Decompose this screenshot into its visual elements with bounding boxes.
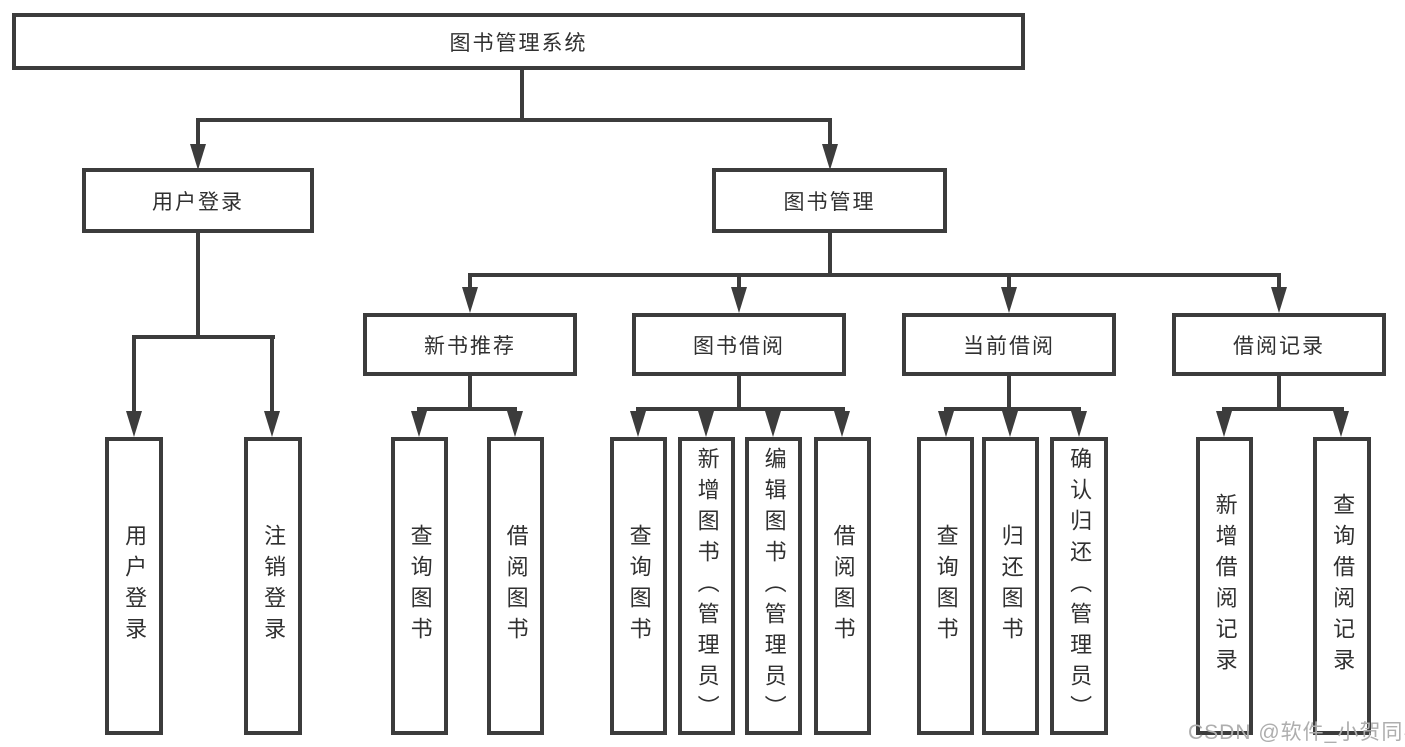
arrowhead-down <box>731 287 747 313</box>
arrowhead-down <box>822 144 838 170</box>
node-return-books: 归还图书 <box>982 437 1039 735</box>
node-query-books-borrow: 查询图书 <box>610 437 667 735</box>
node-label: 新书推荐 <box>424 334 516 358</box>
node-book-management: 图书管理 <box>712 168 947 233</box>
node-label: 图书管理 <box>783 190 876 214</box>
node-label: 编辑图书（管理员） <box>761 446 787 726</box>
node-query-books-current: 查询图书 <box>917 437 974 735</box>
arrowhead-down <box>834 411 850 437</box>
node-user-login-action: 用户登录 <box>105 437 163 735</box>
connector-line <box>196 118 200 146</box>
connector-line <box>1007 376 1011 411</box>
connector-line <box>270 335 274 413</box>
connector-line <box>1007 273 1011 291</box>
connector-line <box>196 233 200 339</box>
node-label: 当前借阅 <box>963 334 1055 358</box>
connector-line <box>468 376 472 411</box>
node-label: 注销登录 <box>261 524 287 648</box>
node-borrow-books: 借阅图书 <box>814 437 871 735</box>
node-label: 借阅图书 <box>830 524 856 648</box>
node-label: 查询借阅记录 <box>1330 493 1356 679</box>
node-label: 查询图书 <box>626 524 652 648</box>
arrowhead-down <box>1071 411 1087 437</box>
connector-line <box>737 273 741 291</box>
arrowhead-down <box>698 411 714 437</box>
connector-line <box>132 335 136 413</box>
arrowhead-down <box>1001 287 1017 313</box>
connector-line <box>636 407 845 411</box>
node-library-management-system: 图书管理系统 <box>12 13 1025 70</box>
connector-line <box>828 118 832 146</box>
node-query-books-rec: 查询图书 <box>391 437 448 735</box>
connector-line <box>468 273 1281 277</box>
arrowhead-down <box>1216 411 1232 437</box>
connector-line <box>132 335 275 339</box>
arrowhead-down <box>507 411 523 437</box>
arrowhead-down <box>938 411 954 437</box>
connector-line <box>1277 376 1281 411</box>
node-label: 用户登录 <box>152 190 244 214</box>
node-user-login: 用户登录 <box>82 168 314 233</box>
node-label: 新增图书（管理员） <box>694 446 720 726</box>
node-label: 查询图书 <box>933 524 959 648</box>
connector-line <box>417 407 517 411</box>
arrowhead-down <box>264 411 280 437</box>
watermark: CSDN @软件_小贺同学 <box>1188 721 1405 744</box>
node-add-books-admin: 新增图书（管理员） <box>678 437 735 735</box>
arrowhead-down <box>411 411 427 437</box>
node-label: 借阅图书 <box>503 524 529 648</box>
arrowhead-down <box>765 411 781 437</box>
connector-line <box>196 118 832 122</box>
connector-line <box>828 233 832 277</box>
arrowhead-down <box>1333 411 1349 437</box>
node-new-book-recommendation: 新书推荐 <box>363 313 577 376</box>
connector-line <box>520 70 524 122</box>
node-logout-login: 注销登录 <box>244 437 302 735</box>
node-borrow-books-rec: 借阅图书 <box>487 437 544 735</box>
node-label: 借阅记录 <box>1233 334 1325 358</box>
arrowhead-down <box>126 411 142 437</box>
arrowhead-down <box>190 144 206 170</box>
arrowhead-down <box>1002 411 1018 437</box>
node-confirm-return-admin: 确认归还（管理员） <box>1050 437 1108 735</box>
node-label: 图书借阅 <box>693 334 785 358</box>
connector-line <box>1222 407 1344 411</box>
node-label: 图书管理系统 <box>449 31 588 55</box>
node-label: 新增借阅记录 <box>1212 493 1238 679</box>
node-add-borrow-record: 新增借阅记录 <box>1196 437 1253 735</box>
node-query-borrow-record: 查询借阅记录 <box>1313 437 1371 735</box>
node-book-borrowing: 图书借阅 <box>632 313 846 376</box>
arrowhead-down <box>630 411 646 437</box>
arrowhead-down <box>1271 287 1287 313</box>
node-label: 归还图书 <box>998 524 1024 648</box>
node-label: 查询图书 <box>407 524 433 648</box>
node-edit-books-admin: 编辑图书（管理员） <box>745 437 802 735</box>
node-current-borrowing: 当前借阅 <box>902 313 1116 376</box>
node-borrowing-records: 借阅记录 <box>1172 313 1386 376</box>
connector-line <box>944 407 1081 411</box>
node-label: 用户登录 <box>122 524 148 648</box>
connector-line <box>1277 273 1281 291</box>
arrowhead-down <box>462 287 478 313</box>
connector-line <box>468 273 472 291</box>
connector-line <box>737 376 741 411</box>
node-label: 确认归还（管理员） <box>1067 446 1093 726</box>
